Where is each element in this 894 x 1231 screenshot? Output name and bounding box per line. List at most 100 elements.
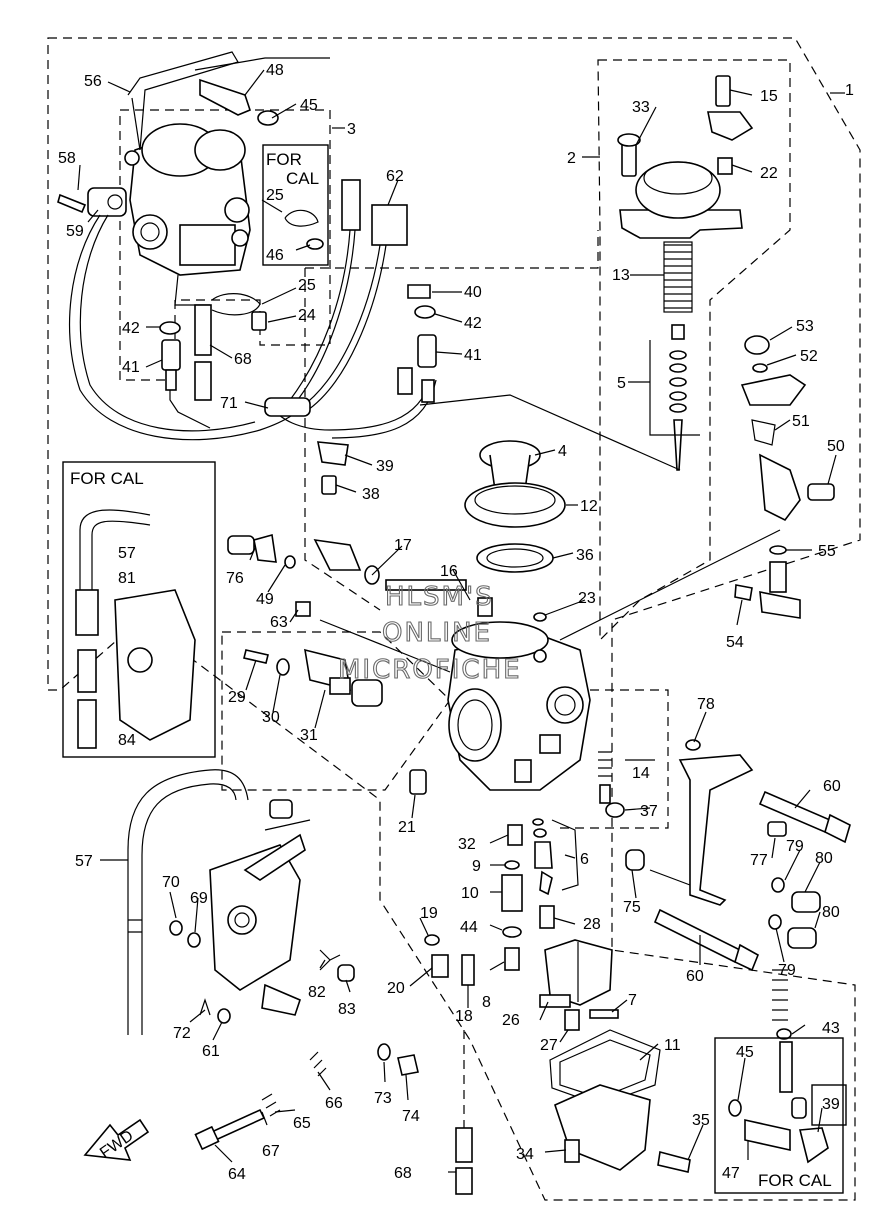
jet-stack-center [501, 818, 579, 971]
callout-24: 24 [298, 307, 316, 324]
callout-41-right: 41 [464, 347, 482, 364]
callout-45-bottom: 45 [736, 1044, 754, 1061]
lever-bracket [209, 799, 306, 1016]
jet-needle-5 [649, 324, 700, 471]
callout-2: 2 [567, 150, 576, 167]
callout-20: 20 [387, 980, 405, 997]
callout-69: 69 [190, 890, 208, 907]
callout-9: 9 [472, 858, 481, 875]
callout-63: 63 [270, 614, 288, 631]
callout-76: 76 [226, 570, 244, 587]
small-parts-69-70-72-61 [169, 920, 355, 1024]
callout-8: 8 [482, 994, 491, 1011]
callout-64: 64 [228, 1166, 246, 1183]
callout-12: 12 [580, 498, 598, 515]
washer-79-a [771, 877, 785, 893]
callout-25: 25 [266, 187, 284, 204]
callout-40: 40 [464, 284, 482, 301]
fwd-arrow: FWD [83, 1118, 150, 1162]
callout-38: 38 [362, 486, 380, 503]
callout-7: 7 [628, 992, 637, 1009]
callout-83: 83 [338, 1001, 356, 1018]
callout-49: 49 [256, 591, 274, 608]
note-cal-top: CAL [286, 169, 319, 188]
oring-23 [533, 612, 547, 622]
hose-56 [127, 51, 239, 151]
callout-18: 18 [455, 1008, 473, 1025]
float-26 [539, 939, 613, 1008]
screw-27 [564, 1009, 580, 1031]
callout-3: 3 [347, 121, 356, 138]
diaphragm-12 [464, 482, 566, 528]
callout-41-left: 41 [122, 359, 140, 376]
callout-17: 17 [394, 537, 412, 554]
callout-55: 55 [818, 543, 836, 560]
guide-line-lever [559, 529, 781, 641]
callout-19: 19 [420, 905, 438, 922]
callout-53: 53 [796, 318, 814, 335]
callout-28: 28 [583, 916, 601, 933]
callout-31: 31 [300, 727, 318, 744]
assembly-boundaries [47, 37, 861, 1201]
hose-to-71 [169, 390, 211, 429]
vent-hose [68, 214, 311, 441]
callout-15: 15 [760, 88, 778, 105]
callout-46: 46 [266, 247, 284, 264]
callout-32: 32 [458, 836, 476, 853]
callout-21: 21 [398, 819, 416, 836]
callout-81: 81 [118, 570, 136, 587]
callout-36: 36 [576, 547, 594, 564]
carburetor-assembly-top-left [124, 123, 251, 306]
callout-5: 5 [617, 375, 626, 392]
callout-16: 16 [440, 563, 458, 580]
washer-42-left [159, 321, 181, 335]
callout-10: 10 [461, 885, 479, 902]
callout-39: 39 [376, 458, 394, 475]
callout-numbers: 1 2 3 4 5 6 7 8 9 10 11 12 13 14 15 16 1… [58, 62, 854, 1183]
for-cal-inset-top [262, 144, 329, 266]
band-71 [264, 397, 311, 417]
callout-26: 26 [502, 1012, 520, 1029]
callout-80-upper: 80 [815, 850, 833, 867]
collar-80-a [791, 891, 821, 913]
callout-14: 14 [632, 765, 650, 782]
wire-harness-62 [269, 179, 437, 439]
callout-73: 73 [374, 1090, 392, 1107]
callout-51: 51 [792, 413, 810, 430]
callout-11: 11 [664, 1037, 681, 1054]
callout-27: 27 [540, 1037, 558, 1054]
callout-72: 72 [173, 1025, 191, 1042]
callout-61: 61 [202, 1043, 220, 1060]
fittings-40-42-41-right [397, 284, 437, 403]
callout-4: 4 [558, 443, 567, 460]
clip-39-38 [317, 441, 349, 495]
watermark-line-1: HLSM'S [385, 582, 494, 612]
watermark-line-2: ONLINE [382, 618, 492, 648]
throttle-lever-parts [734, 335, 835, 619]
spring-13 [663, 241, 693, 313]
callout-70: 70 [162, 874, 180, 891]
callout-42-right: 42 [464, 315, 482, 332]
screw-18 [461, 954, 475, 986]
callout-48: 48 [266, 62, 284, 79]
watermark: HLSM'S ONLINE MICROFICHE [337, 581, 520, 685]
callout-6: 6 [580, 851, 589, 868]
bolt-60-lower [653, 908, 760, 972]
callout-29: 29 [228, 689, 246, 706]
bolt-60-upper [758, 790, 851, 844]
main-carburetor-body [447, 621, 591, 791]
callout-35: 35 [692, 1112, 710, 1129]
callout-34: 34 [516, 1146, 534, 1163]
callout-22: 22 [760, 165, 778, 182]
screw-77 [767, 821, 787, 837]
callout-62: 62 [386, 168, 404, 185]
callout-42-left: 42 [122, 320, 140, 337]
callout-79-lower: 79 [778, 962, 796, 979]
callout-66: 66 [325, 1095, 343, 1112]
note-for-cal-bottom: FOR CAL [758, 1171, 832, 1190]
piston-valve-4 [479, 440, 541, 491]
parts-14-37 [598, 751, 625, 818]
top-cover-assembly [617, 75, 754, 239]
screw-21 [409, 769, 427, 795]
